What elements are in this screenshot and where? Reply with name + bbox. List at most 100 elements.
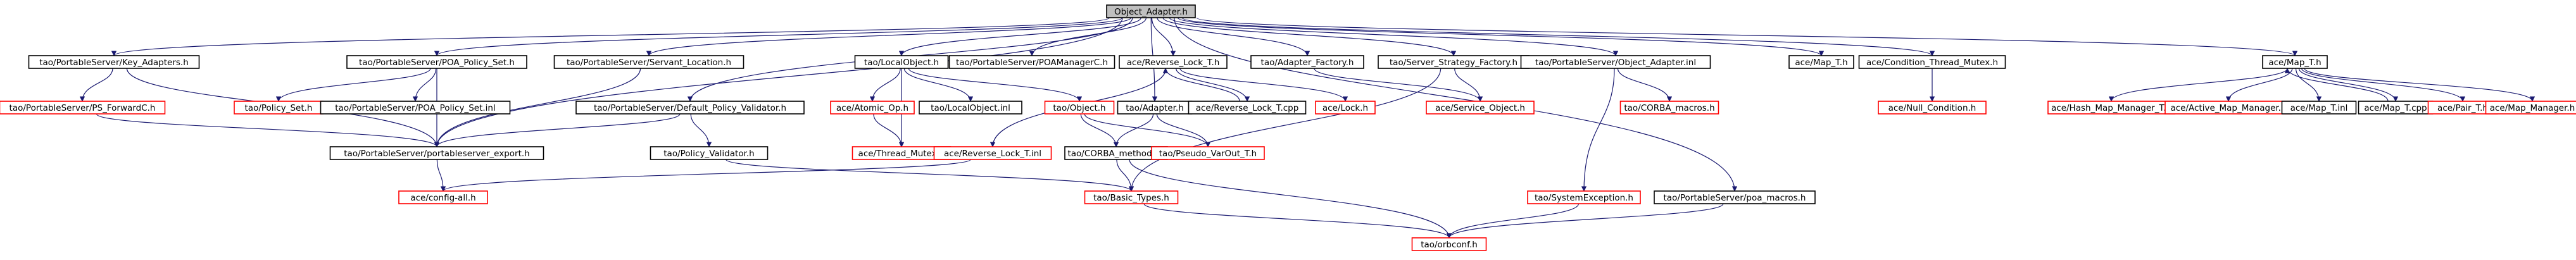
- node-tao-portableserver-object-adapter-inl[interactable]: tao/PortableServer/Object_Adapter.inl: [1520, 55, 1711, 69]
- node-box: [1619, 101, 1719, 115]
- node-box: [1106, 4, 1196, 18]
- node-label: tao/PortableServer/Key_Adapters.h: [39, 58, 189, 68]
- edge-key_adapters-to-ps_forwardc: [79, 68, 113, 102]
- node-tao-portableserver-poa-policy-set-h[interactable]: tao/PortableServer/POA_Policy_Set.h: [346, 55, 527, 69]
- node-label: ace/Reverse_Lock_T.inl: [944, 149, 1041, 159]
- node-label: ace/Pair_T.h: [2437, 103, 2488, 113]
- node-tao-portableserver-default-policy-validator-h[interactable]: tao/PortableServer/Default_Policy_Valida…: [575, 101, 805, 115]
- node-tao-object-h[interactable]: tao/Object.h: [1044, 101, 1115, 115]
- node-ace-map-t-cpp[interactable]: ace/Map_T.cpp: [2358, 101, 2434, 115]
- node-ace-lock-h[interactable]: ace/Lock.h: [1315, 101, 1376, 115]
- node-tao-corba-macros-h[interactable]: tao/CORBA_macros.h: [1619, 101, 1719, 115]
- edge-map_t_ace2-to-pair_t: [2301, 68, 2466, 102]
- node-tao-pseudo-varout-t-h[interactable]: tao/Pseudo_VarOut_T.h: [1151, 146, 1265, 160]
- node-tao-orbconf-h[interactable]: tao/orbconf.h: [1411, 237, 1487, 251]
- edge-root-to-servant_location: [646, 17, 1131, 56]
- node-tao-portableserver-poa-macros-h[interactable]: tao/PortableServer/poa_macros.h: [1654, 190, 1816, 204]
- node-box: [1878, 101, 1987, 115]
- node-box: [346, 55, 527, 69]
- edge-root-to-key_adapters: [111, 17, 1110, 56]
- node-tao-systemexception-h[interactable]: tao/SystemException.h: [1527, 190, 1641, 204]
- node-tao-adapter-h[interactable]: tao/Adapter.h: [1117, 101, 1193, 115]
- edge-map_t_ace2-to-map_manager: [2304, 68, 2535, 102]
- node-box: [854, 55, 949, 69]
- edge-policy_validator-to-basic_types: [726, 159, 1134, 192]
- node-label: tao/CORBA_methods.h: [1067, 149, 1164, 159]
- edge-map_t_ace2-to-map_t_cpp: [2298, 68, 2399, 102]
- node-tao-adapter-factory-h[interactable]: tao/Adapter_Factory.h: [1250, 55, 1364, 69]
- node-ace-reverse-lock-t-cpp[interactable]: ace/Reverse_Lock_T.cpp: [1188, 101, 1307, 115]
- node-tao-localobject-h[interactable]: tao/LocalObject.h: [854, 55, 949, 69]
- node-box: [1426, 101, 1535, 115]
- node-label: tao/Adapter_Factory.h: [1261, 58, 1354, 68]
- node-box: [2281, 101, 2357, 115]
- edge-map_t_ace2-to-active_map_manager: [2225, 68, 2293, 102]
- node-label: ace/Map_T.h: [2268, 58, 2321, 68]
- node-tao-portableserver-poamanagerc-h[interactable]: tao/PortableServer/POAManagerC.h: [948, 55, 1115, 69]
- node-label: ace/Map_T.h: [1795, 58, 1847, 68]
- node-box: [1188, 101, 1307, 115]
- node-tao-portableserver-key-adapters-h[interactable]: tao/PortableServer/Key_Adapters.h: [28, 55, 200, 69]
- node-ace-condition-thread-mutex-h[interactable]: ace/Condition_Thread_Mutex.h: [1858, 55, 2006, 69]
- edge-object_adapter_inl-to-corba_macros: [1617, 68, 1673, 102]
- edge-portableserver_export-to-config_all: [436, 159, 446, 192]
- node-tao-policy-set-h[interactable]: tao/Policy_Set.h: [234, 101, 324, 115]
- node-label: ace/Map_Manager.h: [2490, 103, 2575, 113]
- edge-basic_types-to-orbconf: [1143, 203, 1452, 238]
- node-ace-map-t-h[interactable]: ace/Map_T.h: [2262, 55, 2328, 69]
- node-ace-active-map-manager-h[interactable]: ace/Active_Map_Manager.h: [2164, 101, 2292, 115]
- dependency-edges: [79, 17, 2535, 238]
- node-tao-basic-types-h[interactable]: tao/Basic_Types.h: [1084, 190, 1179, 204]
- edge-servant_location-to-portableserver_export: [434, 68, 641, 147]
- edge-adapter_h-to-pseudo_varout: [1156, 113, 1211, 147]
- node-ace-reverse-lock-t-h[interactable]: ace/Reverse_Lock_T.h: [1119, 55, 1228, 69]
- node-tao-portableserver-poa-policy-set-inl[interactable]: tao/PortableServer/POA_Policy_Set.inl: [320, 101, 511, 115]
- node-ace-service-object-h[interactable]: ace/Service_Object.h: [1426, 101, 1535, 115]
- node-tao-portableserver-servant-location-h[interactable]: tao/PortableServer/Servant_Location.h: [553, 55, 745, 69]
- edge-ps_forwardc-to-portableserver_export: [96, 113, 440, 147]
- edge-map_t_ace2-to-hash_map_manager: [2108, 68, 2288, 102]
- node-ace-hash-map-manager-t-h[interactable]: ace/Hash_Map_Manager_T.h: [2047, 101, 2175, 115]
- node-ace-map-t-inl[interactable]: ace/Map_T.inl: [2281, 101, 2357, 115]
- edge-root-to-reverse_lock_t_h: [1151, 17, 1176, 56]
- edge-object_h-to-corba_methods: [1080, 113, 1119, 147]
- node-box: [329, 146, 544, 160]
- node-ace-map-manager-h[interactable]: ace/Map_Manager.h: [2485, 101, 2576, 115]
- edge-poa_policy_set_h-to-policy_set_h: [275, 68, 431, 102]
- node-label: tao/PortableServer/Object_Adapter.inl: [1535, 58, 1696, 68]
- node-box: [0, 101, 166, 115]
- node-ace-config-all-h[interactable]: ace/config-all.h: [398, 190, 488, 204]
- node-box: [1788, 55, 1854, 69]
- node-tao-corba-methods-h[interactable]: tao/CORBA_methods.h: [1064, 146, 1168, 160]
- node-label: ace/Hash_Map_Manager_T.h: [2051, 103, 2171, 113]
- node-tao-portableserver-portableserver-export-h[interactable]: tao/PortableServer/portableserver_export…: [329, 146, 544, 160]
- node-label: tao/LocalObject.inl: [931, 103, 1010, 113]
- edge-corba_methods-to-orbconf: [1129, 159, 1452, 238]
- node-tao-portableserver-ps-forwardc-h[interactable]: tao/PortableServer/PS_ForwardC.h: [0, 101, 166, 115]
- node-tao-localobject-inl[interactable]: tao/LocalObject.inl: [919, 101, 1022, 115]
- node-box: [1151, 146, 1265, 160]
- edge-root-to-map_t_ace1: [1177, 17, 1824, 56]
- node-ace-reverse-lock-t-inl[interactable]: ace/Reverse_Lock_T.inl: [933, 146, 1052, 160]
- node-tao-policy-validator-h[interactable]: tao/Policy_Validator.h: [650, 146, 769, 160]
- node-label: tao/Adapter.h: [1126, 103, 1184, 113]
- node-ace-null-condition-h[interactable]: ace/Null_Condition.h: [1878, 101, 1987, 115]
- node-ace-atomic-op-h[interactable]: ace/Atomic_Op.h: [830, 101, 915, 115]
- node-label: ace/Active_Map_Manager.h: [2170, 103, 2286, 113]
- node-box: [1044, 101, 1115, 115]
- edge-root-to-map_t_ace2: [1196, 17, 2297, 56]
- node-box: [553, 55, 745, 69]
- node-box: [575, 101, 805, 115]
- node-tao-server-strategy-factory-h[interactable]: tao/Server_Strategy_Factory.h: [1378, 55, 1530, 69]
- node-box: [830, 101, 915, 115]
- node-box: [1119, 55, 1228, 69]
- edge-poa_macros-to-orbconf: [1446, 203, 1724, 238]
- node-label: tao/PortableServer/Default_Policy_Valida…: [594, 103, 786, 113]
- node-box: [1315, 101, 1376, 115]
- node-ace-map-t-h[interactable]: ace/Map_T.h: [1788, 55, 1854, 69]
- node-box: [1411, 237, 1487, 251]
- edge-poa_policy_set_h-to-poa_policy_set_inl: [412, 68, 437, 102]
- edge-server_strategy_factory-to-service_object: [1454, 68, 1483, 102]
- node-label: tao/Server_Strategy_Factory.h: [1390, 58, 1517, 68]
- edge-reverse_lock_t_h-to-reverse_lock_t_cpp: [1176, 68, 1250, 102]
